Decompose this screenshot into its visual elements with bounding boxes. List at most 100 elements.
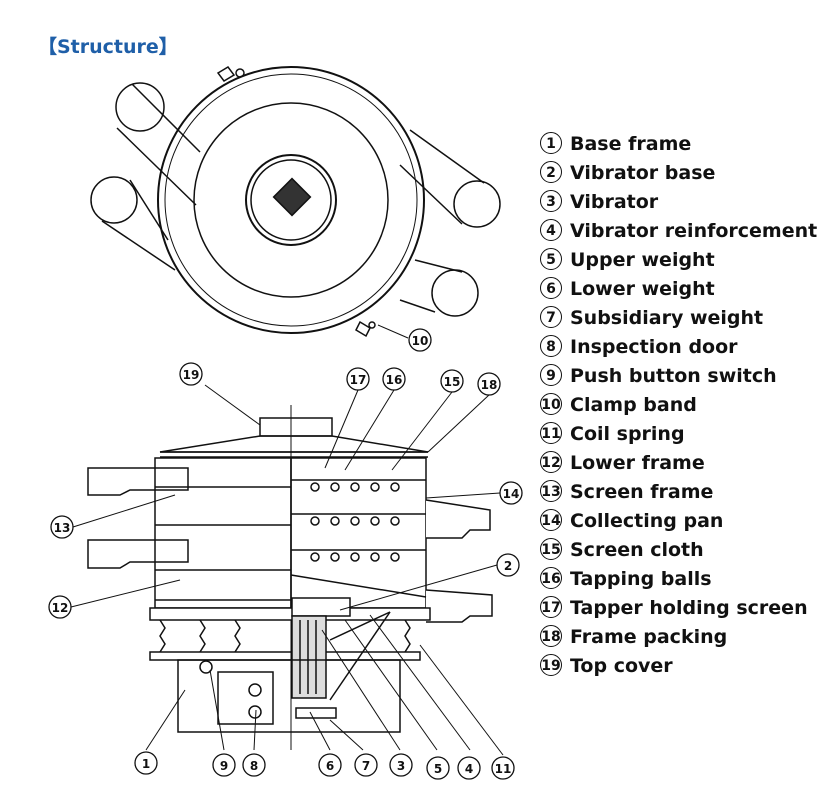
legend-item: 19 Top cover [540,652,817,681]
legend-item: 16 Tapping balls [540,565,817,594]
callout-3: 3 [389,753,413,777]
legend-label: Tapper holding screen [570,597,808,619]
legend-item: 6 Lower weight [540,275,817,304]
callout-9: 9 [212,753,236,777]
legend-number: 15 [540,538,562,560]
legend-item: 9 Push button switch [540,362,817,391]
callout-6: 6 [318,753,342,777]
legend-item: 14 Collecting pan [540,507,817,536]
legend-label: Screen frame [570,481,714,503]
legend-item: 2 Vibrator base [540,159,817,188]
callout-16: 16 [382,367,406,391]
callout-14: 14 [499,481,523,505]
legend-item: 8 Inspection door [540,333,817,362]
legend-number: 9 [540,364,562,386]
legend-number: 19 [540,654,562,676]
legend-label: Push button switch [570,365,777,387]
legend-number: 7 [540,306,562,328]
legend-label: Base frame [570,133,692,155]
svg-text:16: 16 [386,373,403,387]
legend-number: 18 [540,625,562,647]
legend-label: Clamp band [570,394,697,416]
legend-item: 4 Vibrator reinforcement [540,217,817,246]
legend-number: 6 [540,277,562,299]
legend-item: 15 Screen cloth [540,536,817,565]
svg-text:14: 14 [503,487,520,501]
callout-11: 11 [491,756,515,780]
callout-13: 13 [50,515,74,539]
legend-number: 2 [540,161,562,183]
side-view [87,405,493,750]
svg-text:12: 12 [52,601,69,615]
svg-text:13: 13 [54,521,71,535]
svg-text:9: 9 [220,759,228,773]
legend-number: 4 [540,219,562,241]
legend-number: 8 [540,335,562,357]
legend-item: 18 Frame packing [540,623,817,652]
legend-number: 14 [540,509,562,531]
legend-item: 5 Upper weight [540,246,817,275]
legend-label: Lower weight [570,278,715,300]
legend-label: Top cover [570,655,673,677]
top-view [90,66,501,339]
svg-text:15: 15 [444,375,461,389]
callout-5: 5 [426,756,450,780]
svg-text:3: 3 [397,759,405,773]
legend-label: Inspection door [570,336,738,358]
callout-12: 12 [48,595,72,619]
callout-10: 10 [408,328,432,352]
legend-number: 3 [540,190,562,212]
callout-7: 7 [354,753,378,777]
svg-text:7: 7 [362,759,370,773]
legend-label: Vibrator [570,191,659,213]
svg-text:19: 19 [183,368,200,382]
machine-structure-diagram: 10 19 17 16 15 18 14 13 12 2 1 9 8 6 7 3… [48,66,523,780]
parts-legend: 1 Base frame 2 Vibrator base 3 Vibrator 4 Vi… [540,130,817,681]
svg-text:17: 17 [350,373,367,387]
svg-text:5: 5 [434,762,442,776]
legend-label: Collecting pan [570,510,724,532]
callout-1: 1 [134,751,158,775]
legend-number: 5 [540,248,562,270]
legend-label: Coil spring [570,423,685,445]
callout-4: 4 [457,756,481,780]
legend-item: 12 Lower frame [540,449,817,478]
legend-label: Frame packing [570,626,728,648]
legend-number: 13 [540,480,562,502]
legend-number: 1 [540,132,562,154]
callouts [70,384,504,756]
legend-label: Upper weight [570,249,715,271]
legend-number: 10 [540,393,562,415]
legend-number: 11 [540,422,562,444]
svg-text:10: 10 [412,334,429,348]
svg-text:2: 2 [504,559,512,573]
svg-text:4: 4 [465,762,473,776]
svg-text:11: 11 [495,762,512,776]
svg-text:18: 18 [481,378,498,392]
legend-number: 12 [540,451,562,473]
legend-label: Screen cloth [570,539,704,561]
legend-label: Subsidiary weight [570,307,764,329]
legend-item: 13 Screen frame [540,478,817,507]
callout-15: 15 [440,369,464,393]
callout-2: 2 [496,553,520,577]
svg-text:6: 6 [326,759,334,773]
legend-number: 17 [540,596,562,618]
svg-text:1: 1 [142,757,150,771]
legend-item: 11 Coil spring [540,420,817,449]
section-title: 【Structure】 [38,36,178,58]
legend-item: 3 Vibrator [540,188,817,217]
legend-label: Tapping balls [570,568,712,590]
legend-label: Vibrator base [570,162,716,184]
legend-item: 17 Tapper holding screen [540,594,817,623]
legend-label: Lower frame [570,452,705,474]
legend-number: 16 [540,567,562,589]
callout-8: 8 [242,753,266,777]
callout-17: 17 [346,367,370,391]
legend-item: 10 Clamp band [540,391,817,420]
svg-text:8: 8 [250,759,258,773]
callout-18: 18 [477,372,501,396]
legend-item: 7 Subsidiary weight [540,304,817,333]
legend-item: 1 Base frame [540,130,817,159]
legend-label: Vibrator reinforcement [570,220,818,242]
